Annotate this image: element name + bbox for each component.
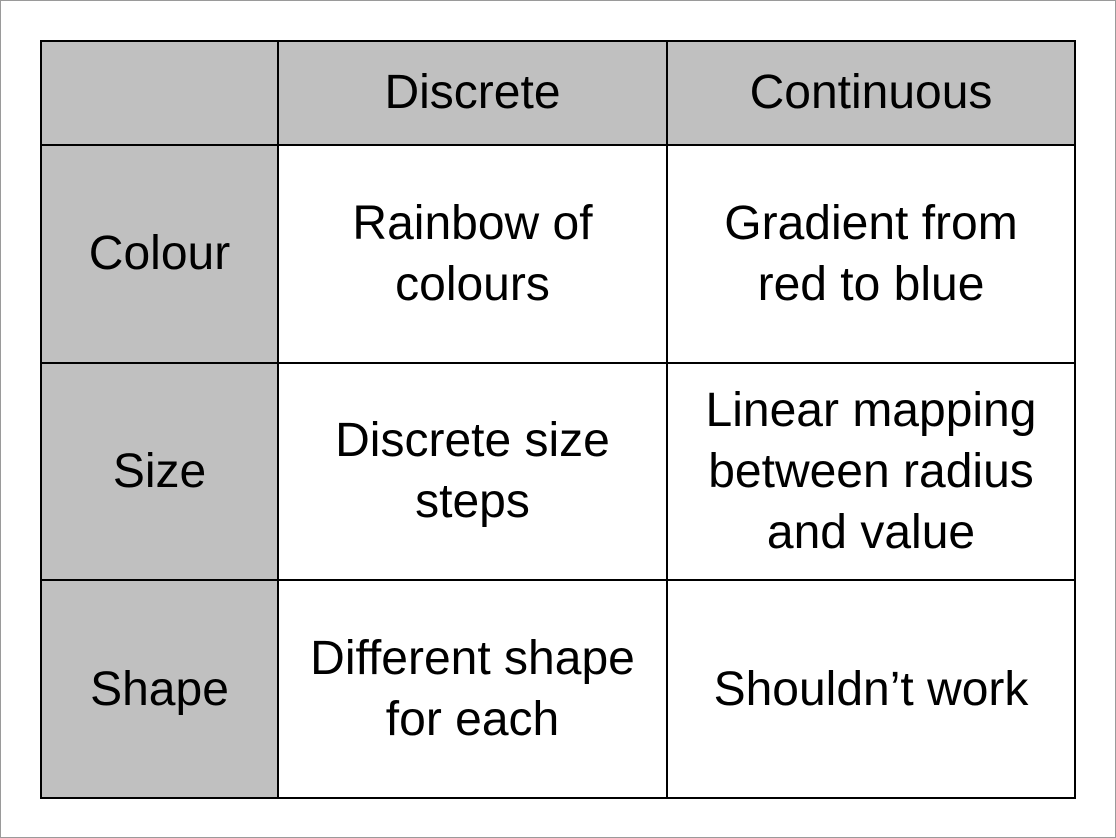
table-cell: Discrete size steps xyxy=(277,361,668,582)
cell-text: Shouldn’t work xyxy=(713,662,1029,716)
cell-text: Different shape for each xyxy=(310,632,635,747)
row-header-shape: Shape xyxy=(40,579,279,799)
column-header-label: Continuous xyxy=(749,66,993,120)
table-cell: Rainbow of colours xyxy=(277,143,668,364)
cell-text: Gradient from red to blue xyxy=(724,196,1018,311)
table-cell: Different shape for each xyxy=(277,579,668,799)
comparison-table: Discrete Continuous Colour Rainbow of co… xyxy=(40,40,1076,799)
cell-text: Rainbow of colours xyxy=(352,196,593,311)
table-row-size: Size Discrete size steps Linear mapping … xyxy=(40,361,1076,582)
table-row-colour: Colour Rainbow of colours Gradient from … xyxy=(40,143,1076,364)
column-header-label: Discrete xyxy=(384,66,561,120)
table-cell: Shouldn’t work xyxy=(666,579,1076,799)
table-corner-cell xyxy=(40,40,279,146)
row-header-colour: Colour xyxy=(40,143,279,364)
cell-text: Discrete size steps xyxy=(335,414,610,529)
row-header-size: Size xyxy=(40,361,279,582)
table-header-row: Discrete Continuous xyxy=(40,40,1076,146)
row-header-label: Shape xyxy=(90,662,229,716)
table-cell: Gradient from red to blue xyxy=(666,143,1076,364)
row-header-label: Size xyxy=(112,444,207,498)
row-header-label: Colour xyxy=(88,227,231,281)
column-header-discrete: Discrete xyxy=(277,40,668,146)
cell-text: Linear mapping between radius and value xyxy=(705,383,1037,559)
table-cell: Linear mapping between radius and value xyxy=(666,361,1076,582)
table-row-shape: Shape Different shape for each Shouldn’t… xyxy=(40,579,1076,799)
column-header-continuous: Continuous xyxy=(666,40,1076,146)
